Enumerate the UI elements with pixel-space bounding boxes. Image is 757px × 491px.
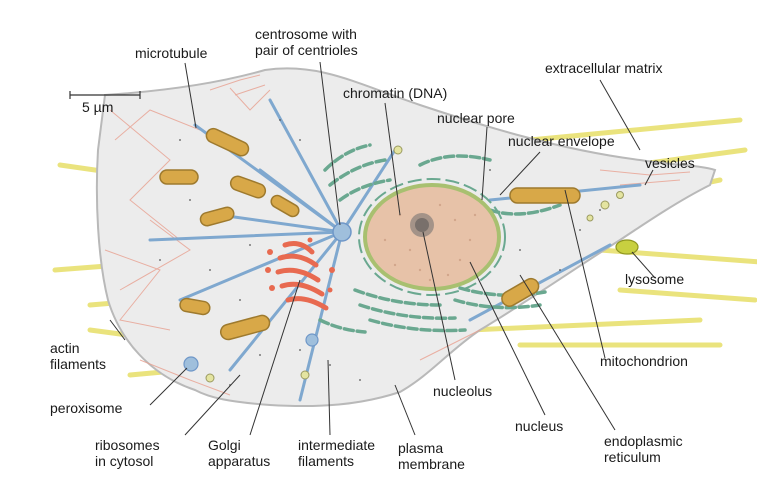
- label-microtubule: microtubule: [135, 45, 208, 61]
- label-centrosome: centrosome with pair of centrioles: [255, 26, 358, 58]
- label-lysosome: lysosome: [625, 271, 685, 287]
- scale-bar: [69, 91, 141, 99]
- label-plasma-membrane: plasma membrane: [398, 440, 465, 472]
- label-actin-filaments: actin filaments: [50, 340, 107, 372]
- label-vesicles: vesicles: [645, 155, 695, 171]
- vesicles: [205, 145, 624, 383]
- lysosome: [615, 239, 639, 255]
- label-chromatin: chromatin (DNA): [343, 85, 448, 101]
- scale-bar-label: 5 µm: [82, 99, 114, 115]
- endoplasmic-reticulum: [318, 143, 562, 334]
- label-nucleus: nucleus: [515, 418, 564, 434]
- label-ribosomes: ribosomes in cytosol: [95, 437, 160, 469]
- centrosome: [332, 222, 352, 242]
- label-intermediate-filaments: intermediate filaments: [298, 437, 376, 469]
- label-endoplasmic-reticulum: endoplasmic reticulum: [604, 433, 683, 465]
- label-peroxisome: peroxisome: [50, 400, 123, 416]
- label-nucleolus: nucleolus: [433, 383, 493, 399]
- mitochondria: [159, 127, 581, 341]
- label-extracellular-matrix: extracellular matrix: [545, 60, 663, 76]
- chromatin-texture: [383, 203, 477, 282]
- peroxisome: [183, 356, 199, 372]
- vesicle-blue: [305, 333, 319, 347]
- label-nuclear-pore: nuclear pore: [437, 110, 515, 126]
- nucleolus-core: [415, 218, 429, 232]
- leader-lines: [109, 61, 656, 436]
- ribosomes: [159, 119, 601, 386]
- nuclear-envelope-outer: [358, 178, 506, 296]
- actin-filament-network: [104, 74, 691, 396]
- label-nuclear-envelope: nuclear envelope: [508, 133, 615, 149]
- golgi-apparatus: [275, 241, 329, 311]
- label-mitochondrion: mitochondrion: [600, 353, 688, 369]
- golgi-vesicles: [265, 237, 335, 293]
- nucleus: [363, 183, 501, 291]
- label-golgi: Golgi apparatus: [208, 437, 271, 469]
